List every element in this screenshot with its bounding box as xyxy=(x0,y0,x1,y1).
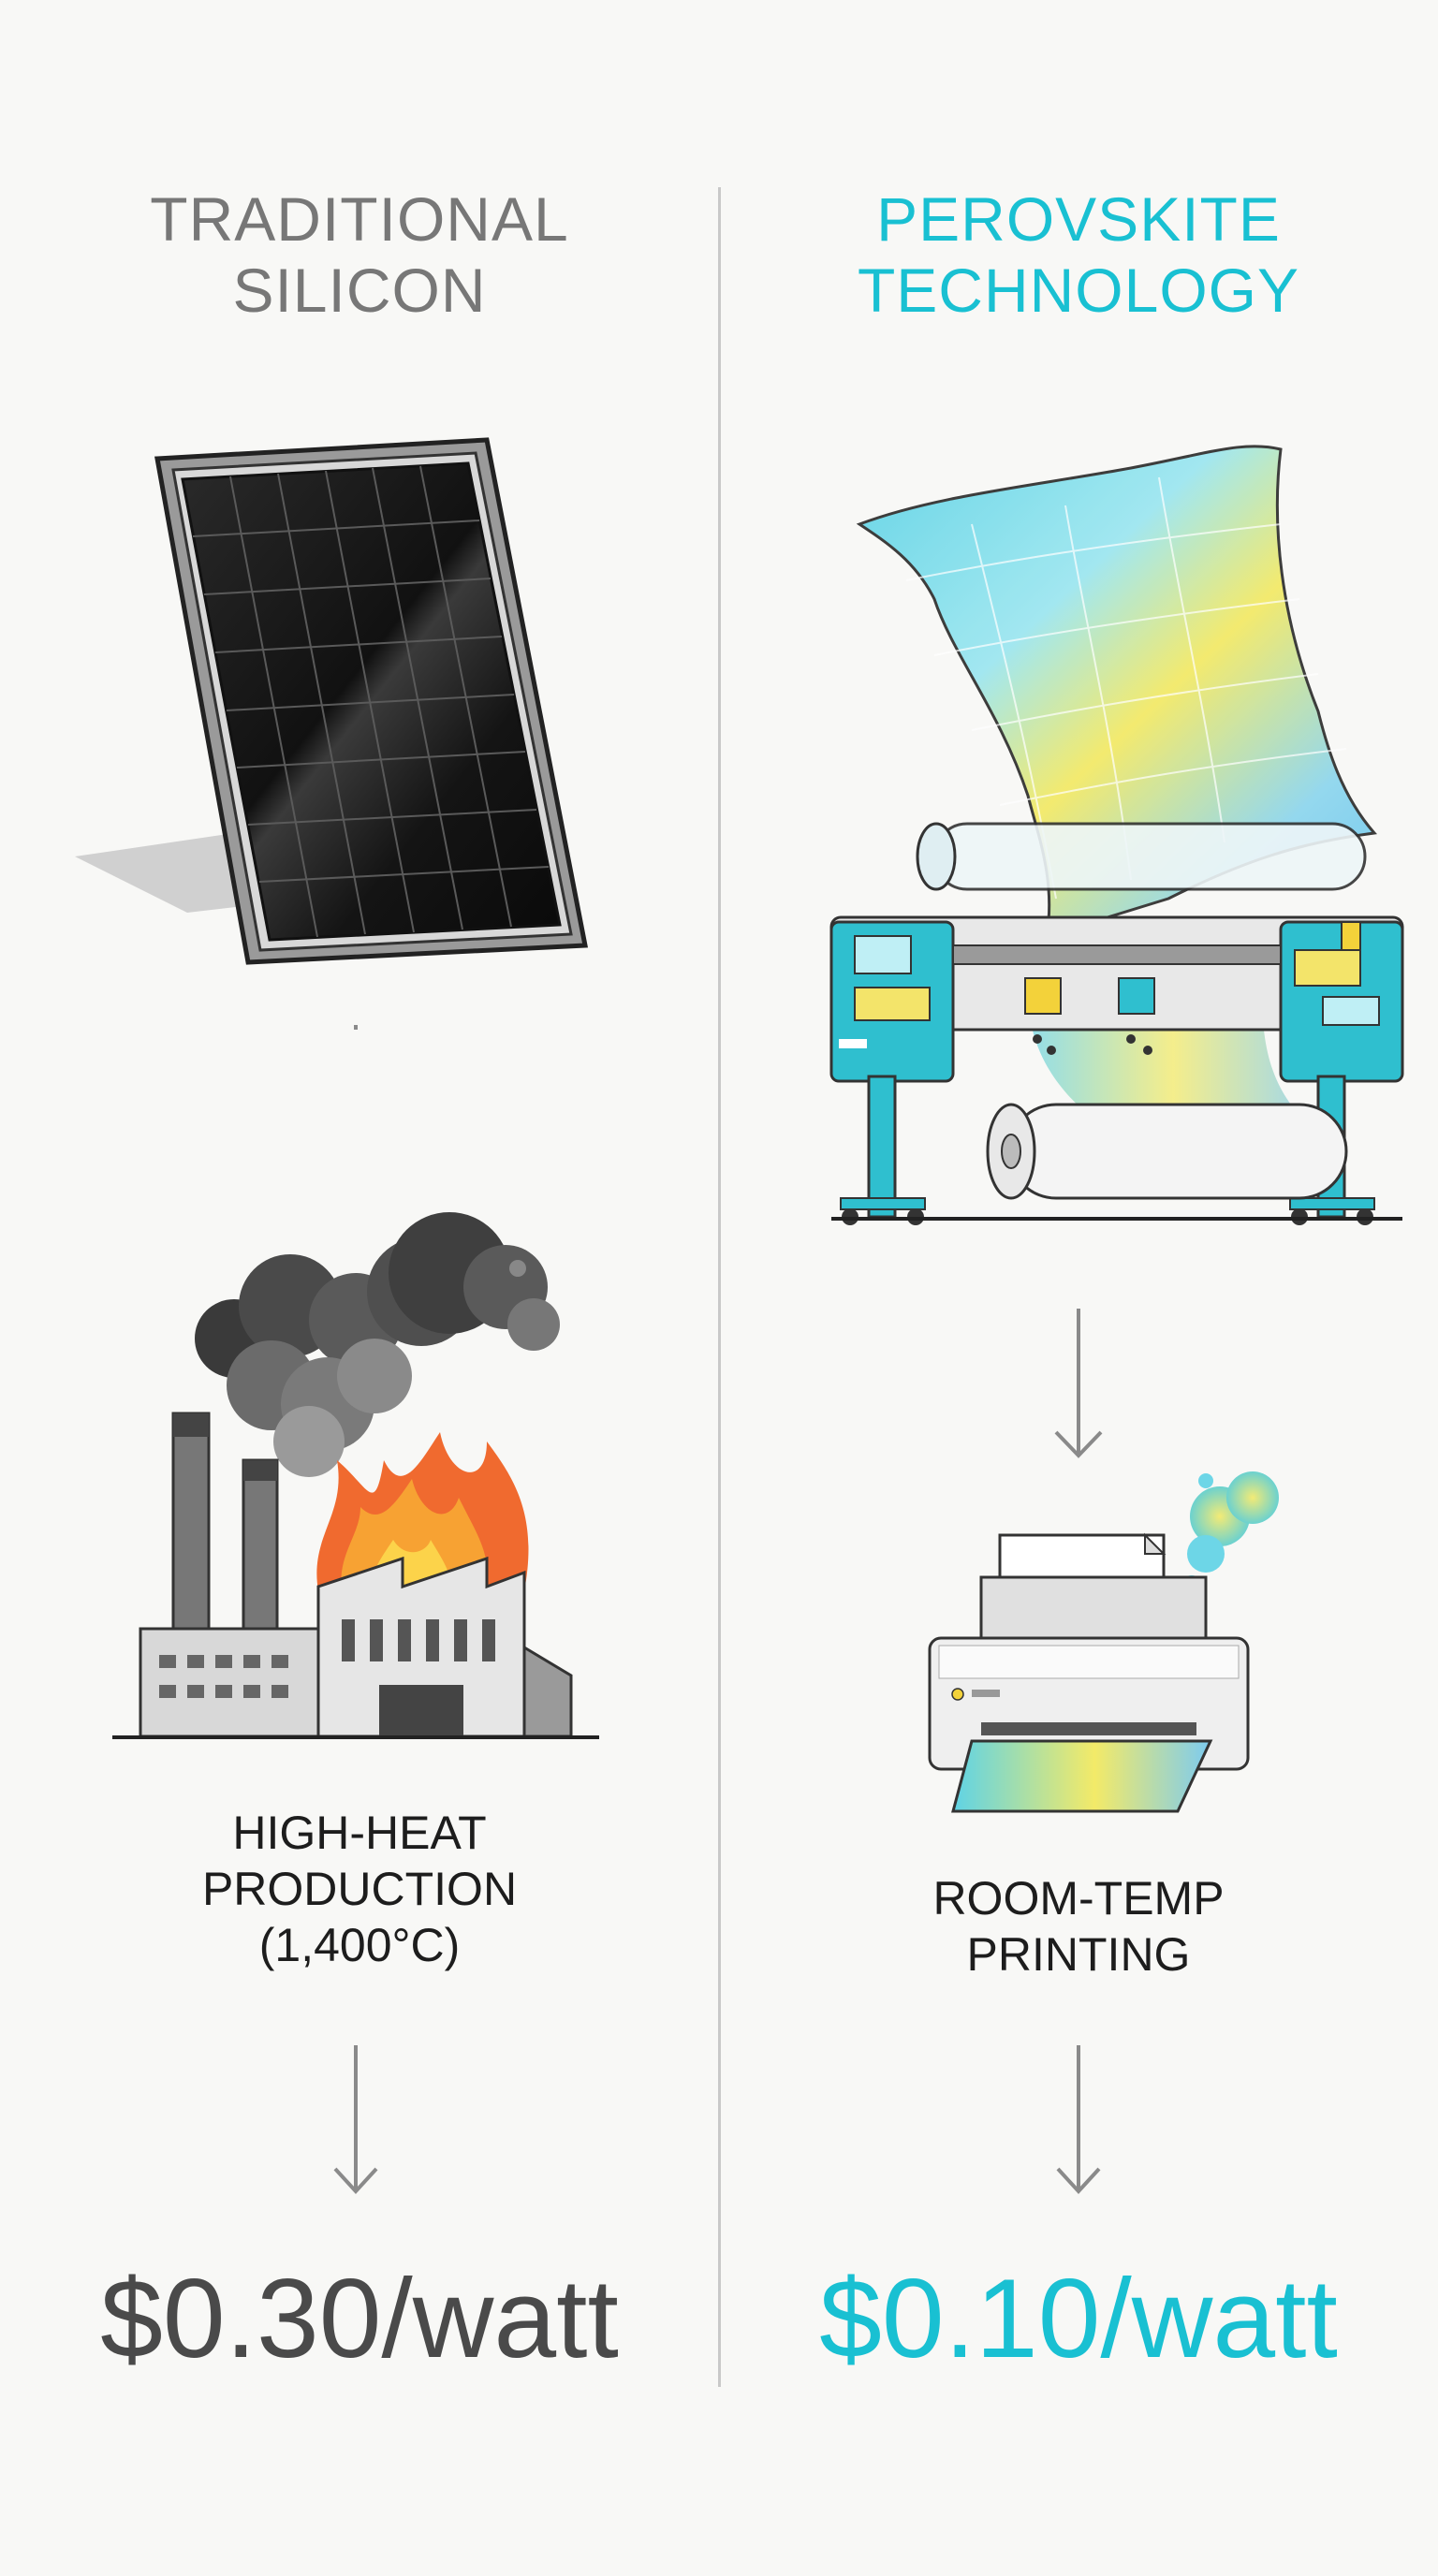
arrow-down-icon xyxy=(333,2045,378,2194)
traditional-process-caption: HIGH-HEAT PRODUCTION (1,400°C) xyxy=(201,1807,518,1971)
arrow-down-icon xyxy=(1056,2045,1101,2194)
desktop-printer-icon xyxy=(928,1471,1279,1813)
traditional-silicon-column: TRADITIONAL SILICON xyxy=(75,184,619,2381)
factory-fire-icon xyxy=(112,1212,599,1739)
traditional-price: $0.30/watt xyxy=(100,2256,619,2381)
perovskite-column: PEROVSKITE TECHNOLOGY xyxy=(719,0,1438,2576)
traditional-silicon-title: TRADITIONAL SILICON xyxy=(150,184,569,325)
perovskite-price: $0.10/watt xyxy=(819,2256,1338,2381)
roll-printer-icon xyxy=(829,445,1404,1458)
center-divider xyxy=(718,187,721,2387)
perovskite-title: PEROVSKITE TECHNOLOGY xyxy=(857,184,1300,325)
perovskite-process-caption: ROOM-TEMP PRINTING xyxy=(932,1872,1225,1981)
solar-panel-icon xyxy=(75,437,589,1030)
arrow-down-icon xyxy=(1054,1309,1103,1458)
